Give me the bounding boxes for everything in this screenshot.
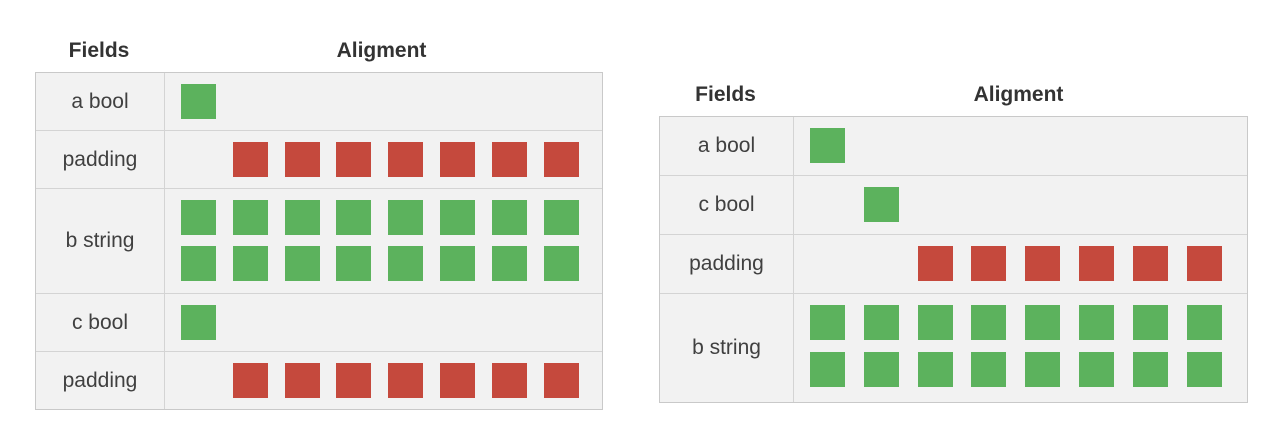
fields-column-header: Fields	[68, 39, 130, 62]
data-byte-block	[1187, 305, 1222, 340]
alignment-cell	[794, 235, 1247, 293]
data-byte-block	[810, 305, 845, 340]
padding-byte-block	[285, 363, 320, 398]
alignment-cell	[794, 176, 1247, 234]
field-label: b string	[36, 189, 165, 293]
data-byte-block	[440, 246, 475, 281]
padding-byte-block	[233, 363, 268, 398]
padding-byte-block	[1079, 246, 1114, 281]
data-byte-block	[181, 84, 216, 119]
data-byte-block	[285, 200, 320, 235]
field-label: c bool	[660, 176, 794, 234]
data-byte-block	[181, 305, 216, 340]
data-byte-block	[233, 246, 268, 281]
padding-byte-block	[1025, 246, 1060, 281]
field-row: a bool	[660, 117, 1247, 175]
data-byte-block	[1025, 352, 1060, 387]
padding-byte-block	[918, 246, 953, 281]
data-byte-block	[864, 305, 899, 340]
data-byte-block	[1133, 352, 1168, 387]
data-byte-block	[971, 352, 1006, 387]
table-header: Fields Aligment	[35, 30, 603, 72]
field-row: b string	[660, 293, 1247, 402]
field-label: c bool	[36, 294, 165, 351]
data-byte-block	[336, 200, 371, 235]
data-byte-block	[1187, 352, 1222, 387]
field-row: padding	[36, 130, 602, 188]
data-byte-block	[864, 187, 899, 222]
data-byte-block	[492, 246, 527, 281]
data-byte-block	[1079, 305, 1114, 340]
alignment-cell	[165, 294, 602, 351]
alignment-cell	[165, 189, 602, 293]
data-byte-block	[544, 200, 579, 235]
padding-byte-block	[492, 142, 527, 177]
data-byte-block	[492, 200, 527, 235]
field-row: padding	[660, 234, 1247, 293]
padding-byte-block	[233, 142, 268, 177]
alignment-column-header: Aligment	[336, 39, 427, 62]
table-header: Fields Aligment	[659, 74, 1248, 116]
data-byte-block	[285, 246, 320, 281]
data-byte-block	[544, 246, 579, 281]
padding-byte-block	[336, 142, 371, 177]
field-row: b string	[36, 188, 602, 293]
field-label: padding	[660, 235, 794, 293]
data-byte-block	[388, 200, 423, 235]
alignment-column-header: Aligment	[973, 83, 1064, 106]
alignment-cell	[794, 117, 1247, 175]
alignment-cell	[165, 131, 602, 188]
padding-byte-block	[388, 142, 423, 177]
data-byte-block	[181, 246, 216, 281]
padding-byte-block	[492, 363, 527, 398]
data-byte-block	[864, 352, 899, 387]
field-label: a bool	[660, 117, 794, 175]
field-row: c bool	[660, 175, 1247, 234]
field-label: a bool	[36, 73, 165, 130]
padding-byte-block	[544, 363, 579, 398]
padding-byte-block	[1187, 246, 1222, 281]
padding-byte-block	[388, 363, 423, 398]
data-byte-block	[918, 352, 953, 387]
fields-column-header: Fields	[695, 83, 756, 106]
data-byte-block	[810, 128, 845, 163]
field-label: padding	[36, 131, 165, 188]
data-byte-block	[971, 305, 1006, 340]
padding-byte-block	[336, 363, 371, 398]
field-row: c bool	[36, 293, 602, 351]
padding-byte-block	[440, 142, 475, 177]
field-label: padding	[36, 352, 165, 409]
field-row: padding	[36, 351, 602, 409]
alignment-cell	[794, 294, 1247, 402]
data-byte-block	[336, 246, 371, 281]
data-byte-block	[918, 305, 953, 340]
padding-byte-block	[1133, 246, 1168, 281]
alignment-cell	[165, 352, 602, 409]
data-byte-block	[1079, 352, 1114, 387]
field-row: a bool	[36, 73, 602, 130]
padding-byte-block	[440, 363, 475, 398]
data-byte-block	[181, 200, 216, 235]
field-label: b string	[660, 294, 794, 402]
data-byte-block	[1025, 305, 1060, 340]
data-byte-block	[810, 352, 845, 387]
data-byte-block	[388, 246, 423, 281]
padding-byte-block	[971, 246, 1006, 281]
padding-byte-block	[544, 142, 579, 177]
data-byte-block	[1133, 305, 1168, 340]
data-byte-block	[233, 200, 268, 235]
padding-byte-block	[285, 142, 320, 177]
data-byte-block	[440, 200, 475, 235]
alignment-cell	[165, 73, 602, 130]
